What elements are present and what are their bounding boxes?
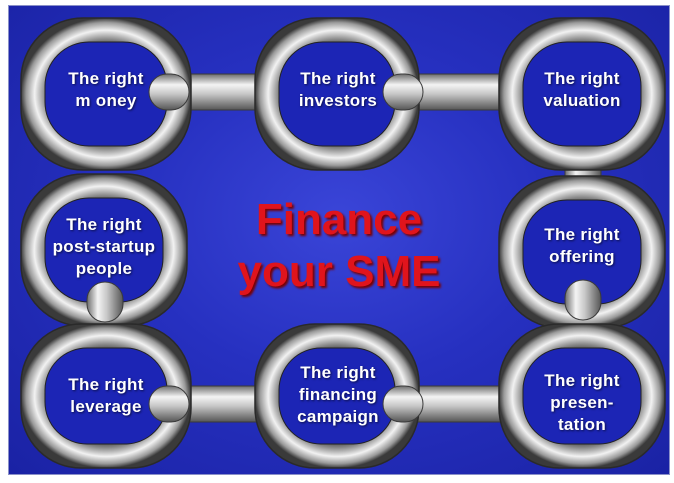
ring-people (20, 173, 188, 327)
label-money-line-2: m oney (75, 91, 137, 110)
label-campaign-line-1: The right (300, 363, 376, 382)
ring-presentation (498, 323, 666, 469)
label-presentation: The right presen- tation (507, 370, 657, 436)
label-money: The right m oney (31, 68, 181, 112)
label-valuation: The right valuation (507, 68, 657, 112)
label-people-line-1: The right (66, 215, 142, 234)
label-campaign: The right financing campaign (263, 362, 413, 428)
ring-campaign (254, 323, 420, 469)
diagram-title: Finance your SME (209, 194, 469, 298)
label-people-line-2: post-startup (52, 237, 156, 256)
ring-investors (254, 17, 420, 171)
diagram-title-line-2: your SME (237, 247, 441, 296)
label-leverage-line-1: The right (68, 375, 144, 394)
ring-leverage (20, 323, 192, 469)
label-money-line-1: The right (68, 69, 144, 88)
label-valuation-line-1: The right (544, 69, 620, 88)
label-people-line-3: people (75, 259, 133, 278)
label-people: The right post-startup people (29, 214, 179, 280)
ring-offering (498, 175, 666, 329)
label-investors: The right investors (263, 68, 413, 112)
label-investors-line-2: investors (298, 91, 378, 110)
diagram-title-line-1: Finance (255, 195, 423, 244)
label-presentation-line-1: The right (544, 371, 620, 390)
label-leverage: The right leverage (31, 374, 181, 418)
slide-canvas: The right m oney The right investors The… (8, 5, 670, 475)
label-leverage-line-2: leverage (70, 397, 142, 416)
chain-diagram (20, 17, 666, 469)
label-investors-line-1: The right (300, 69, 376, 88)
label-offering: The right offering (507, 224, 657, 268)
label-valuation-line-2: valuation (543, 91, 621, 110)
label-offering-line-2: offering (549, 247, 615, 266)
ring-money (20, 17, 192, 171)
label-presentation-line-3: tation (557, 415, 607, 434)
label-campaign-line-2: financing (298, 385, 378, 404)
label-campaign-line-3: campaign (297, 407, 379, 426)
ring-valuation (498, 17, 666, 171)
label-presentation-line-2: presen- (550, 393, 614, 412)
label-offering-line-1: The right (544, 225, 620, 244)
